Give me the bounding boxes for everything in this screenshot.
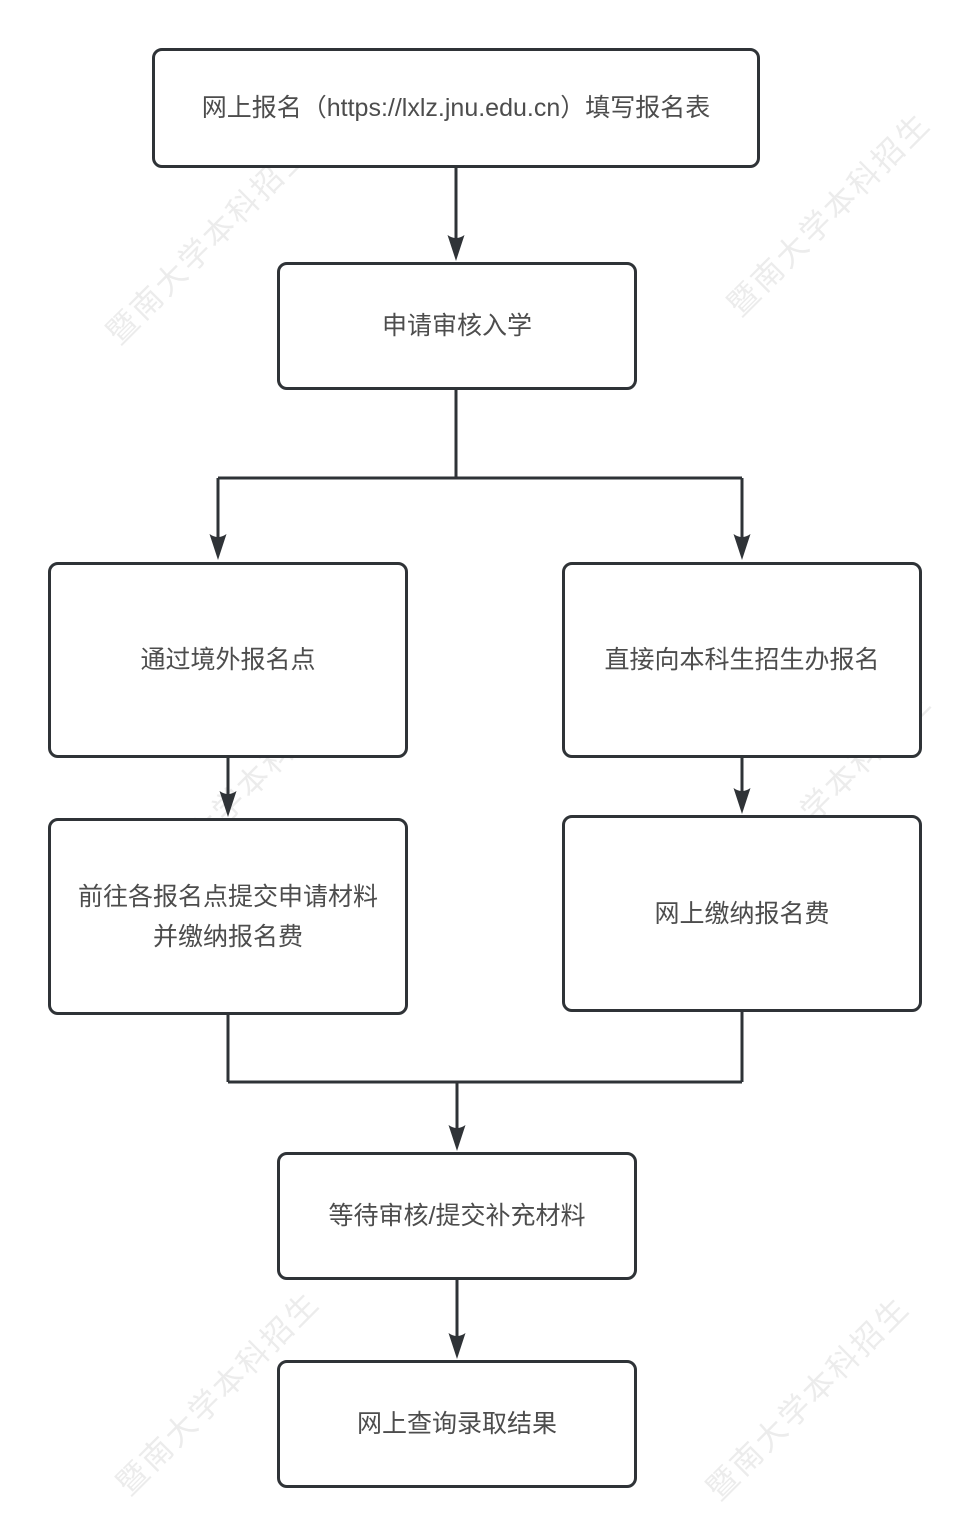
flow-node-label: 前往各报名点提交申请材料 并缴纳报名费 — [77, 882, 378, 951]
flow-node-label: 直接向本科生招生办报名 — [604, 646, 880, 674]
connector-online-to-apply — [447, 168, 465, 261]
flow-node-check-admission-result: 网上查询录取结果 — [277, 1360, 637, 1488]
flow-node-label: 网上缴纳报名费 — [654, 899, 830, 928]
flow-node-online-registration: 网上报名（https://lxlz.jnu.edu.cn）填写报名表 — [152, 48, 760, 168]
flow-node-register-directly-admissions-office: 直接向本科生招生办报名 — [562, 562, 922, 758]
flow-node-pay-fee-online: 网上缴纳报名费 — [562, 815, 922, 1012]
flow-node-apply-review-admission: 申请审核入学 — [277, 262, 637, 390]
connector-merge-to-wait — [226, 1012, 744, 1151]
connector-overseas-to-submit — [219, 758, 237, 817]
flow-node-submit-materials-pay-fee: 前往各报名点提交申请材料 并缴纳报名费 — [48, 818, 408, 1015]
connector-wait-to-result — [448, 1280, 466, 1359]
flow-node-via-overseas-registration-point: 通过境外报名点 — [48, 562, 408, 758]
flow-node-label: 等待审核/提交补充材料 — [328, 1202, 586, 1230]
flow-node-wait-review-supplement: 等待审核/提交补充材料 — [277, 1152, 637, 1280]
flow-node-label: 网上报名（https://lxlz.jnu.edu.cn）填写报名表 — [201, 94, 711, 122]
connector-apply-split — [209, 390, 751, 560]
flow-node-label: 申请审核入学 — [381, 312, 532, 340]
flow-node-label: 网上查询录取结果 — [356, 1410, 557, 1438]
flow-node-label: 通过境外报名点 — [140, 646, 316, 674]
connector-direct-to-payonline — [733, 758, 751, 814]
